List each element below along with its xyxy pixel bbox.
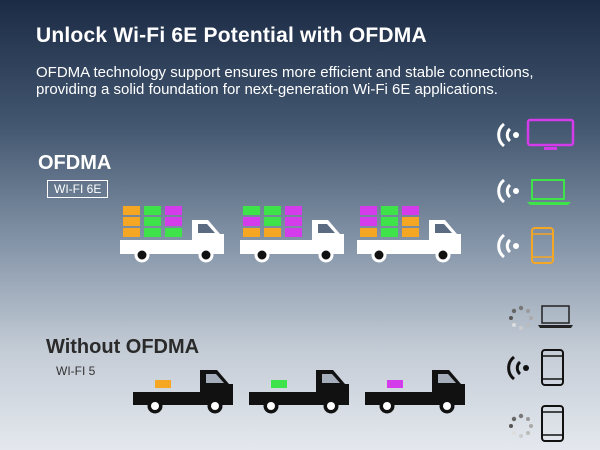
truck-body: [133, 370, 233, 414]
truck-cargo-blocks: [360, 206, 419, 237]
truck-body: [249, 370, 349, 414]
truck-cargo-blocks: [123, 206, 182, 237]
truck-cargo-block: [155, 380, 171, 388]
ofdma-truck-2: [240, 206, 344, 263]
truck-body: [120, 220, 224, 263]
wifi-signal-icon: [497, 178, 519, 204]
wifi-6e-badge: WI-FI 6E: [47, 180, 109, 198]
phone-icon: [541, 405, 564, 442]
phone-icon: [541, 349, 564, 386]
truck-cargo-block: [387, 380, 403, 388]
truck-cargo-block: [271, 380, 287, 388]
ofdma-heading: OFDMA: [38, 152, 112, 174]
legacy-truck-3: [365, 370, 465, 414]
truck-body: [365, 370, 465, 414]
tv-icon: [526, 118, 575, 150]
ofdma-truck-3: [357, 206, 461, 263]
wifi-signal-icon: [497, 122, 519, 148]
wifi-5-label: WI-FI 5: [56, 364, 96, 378]
loading-spinner-icon: [509, 413, 533, 438]
page-description: OFDMA technology support ensures more ef…: [36, 64, 534, 98]
laptop-icon: [538, 305, 573, 328]
wifi-signal-icon: [507, 355, 529, 381]
truck-body: [357, 220, 461, 263]
page-title: Unlock Wi-Fi 6E Potential with OFDMA: [36, 24, 427, 47]
legacy-truck-2: [249, 370, 349, 414]
laptop-icon: [527, 179, 571, 205]
ofdma-truck-1: [120, 206, 224, 263]
legacy-truck-1: [133, 370, 233, 414]
truck-body: [240, 220, 344, 263]
without-ofdma-heading: Without OFDMA: [46, 336, 200, 358]
truck-cargo-blocks: [243, 206, 302, 237]
loading-spinner-icon: [509, 305, 533, 330]
phone-icon: [531, 227, 554, 264]
wifi-signal-icon: [497, 233, 519, 259]
